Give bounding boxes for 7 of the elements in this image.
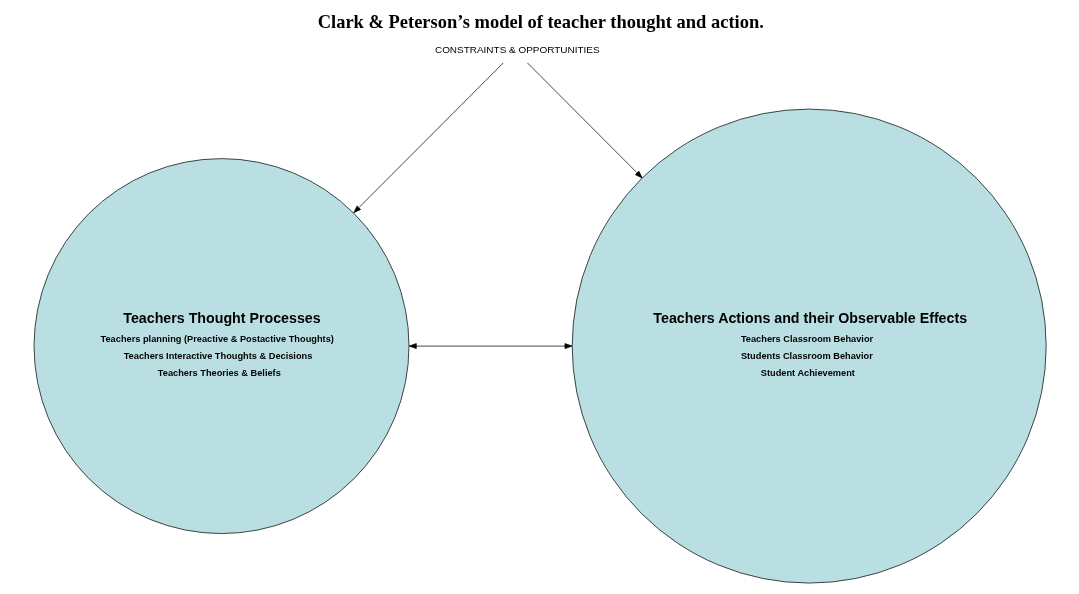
node-circle: Teachers Thought Processes Teachers planning (Preactive & Postactive Thoughts) Teachers Interactive Thoughts & Decisions Teachers Theories & Beliefs — [33, 158, 409, 534]
diagram-title: Clark & Peterson’s model of teacher thought and action. — [317, 11, 764, 32]
arrow — [526, 62, 643, 179]
arrow — [408, 343, 572, 349]
node-circle: Teachers Actions and their Observable Effects Teachers Classroom Behavior Students Classroom Behavior Student Achievement — [571, 108, 1047, 584]
arrow — [352, 62, 504, 214]
node-text: CONSTRAINTS & OPPORTUNITIES — [434, 43, 600, 55]
